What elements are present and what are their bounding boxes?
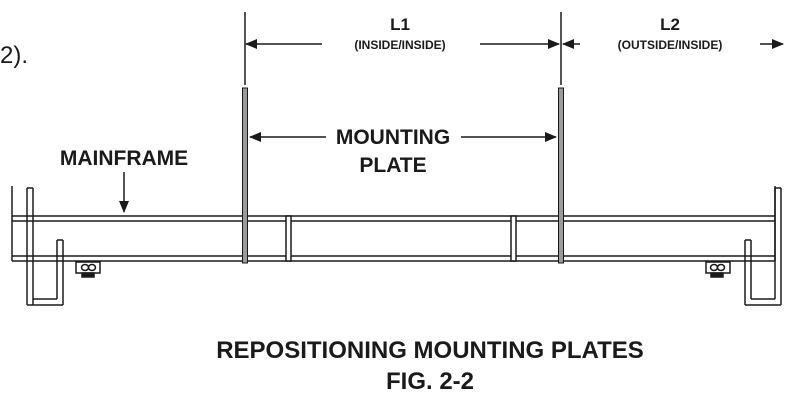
dimension-l1: L1 (INSIDE/INSIDE) bbox=[245, 15, 560, 52]
right-end-bracket bbox=[744, 187, 782, 306]
mainframe-label: MAINFRAME bbox=[60, 147, 188, 170]
clamp-left bbox=[75, 261, 101, 278]
mainframe-beam bbox=[11, 186, 776, 262]
mounting-plate-callout: MOUNTING PLATE bbox=[249, 126, 557, 177]
mounting-plate-label-line2: PLATE bbox=[359, 154, 426, 177]
mounting-plate-left bbox=[242, 87, 248, 264]
fragment-text: 2). bbox=[0, 42, 28, 69]
dimension-l2-sub: (OUTSIDE/INSIDE) bbox=[618, 38, 723, 52]
dimension-l2: L2 (OUTSIDE/INSIDE) bbox=[562, 15, 784, 52]
caption-title: REPOSITIONING MOUNTING PLATES bbox=[216, 337, 644, 364]
left-end-bracket bbox=[26, 187, 64, 306]
mounting-plate-right bbox=[558, 87, 564, 264]
cross-members bbox=[285, 215, 517, 262]
dimension-l1-label: L1 bbox=[390, 15, 410, 34]
mounting-plate-label-line1: MOUNTING bbox=[336, 126, 450, 149]
mainframe-callout: MAINFRAME bbox=[60, 147, 188, 213]
caption-figure: FIG. 2-2 bbox=[386, 368, 474, 395]
clamp-right bbox=[705, 261, 731, 278]
dimension-l1-sub: (INSIDE/INSIDE) bbox=[354, 38, 445, 52]
dimension-l2-label: L2 bbox=[660, 15, 680, 34]
